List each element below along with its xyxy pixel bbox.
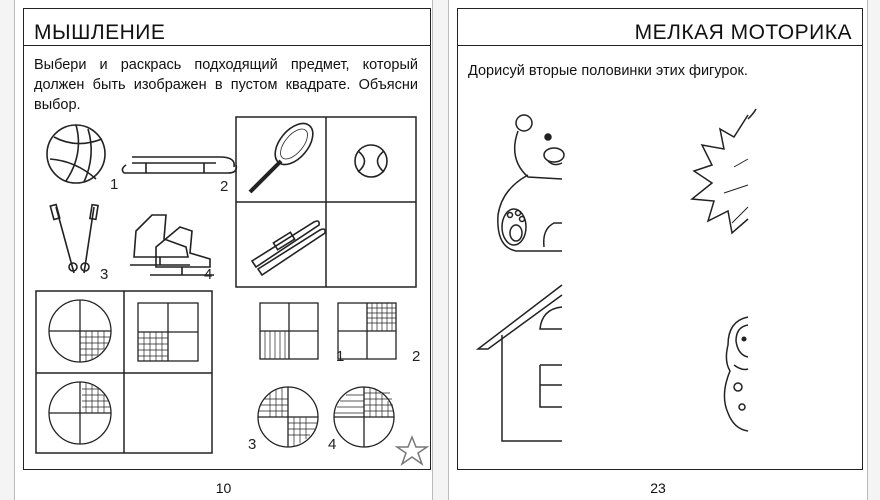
puzzle-illustrations: 1 2 3 xyxy=(35,116,430,466)
title-divider xyxy=(24,45,430,46)
task-text: Выбери и раскрась подходящий предмет, ко… xyxy=(34,57,418,113)
star-icon xyxy=(394,434,430,466)
option-label: 4 xyxy=(204,266,212,283)
page-title: МЕЛКАЯ МОТОРИКА xyxy=(634,21,852,44)
tennis-racket-icon[interactable] xyxy=(248,117,320,194)
right-page: МЕЛКАЯ МОТОРИКА Дорисуй вторые половинки… xyxy=(448,0,868,500)
answer-option-3[interactable] xyxy=(257,386,319,448)
half-bear-icon[interactable] xyxy=(497,114,565,252)
title-divider xyxy=(458,45,862,46)
option-label: 3 xyxy=(248,436,256,453)
page-title: МЫШЛЕНИЕ xyxy=(34,21,166,44)
sports-grid xyxy=(235,116,417,288)
answer-option-2[interactable] xyxy=(337,302,397,360)
circles-grid xyxy=(35,290,213,454)
page-number: 23 xyxy=(650,480,666,496)
option-label: 2 xyxy=(412,348,420,365)
skis-icon[interactable] xyxy=(250,220,326,277)
option-label: 4 xyxy=(328,436,336,453)
volleyball-icon[interactable] xyxy=(46,124,106,184)
option-label: 3 xyxy=(100,266,108,283)
option-label: 2 xyxy=(220,178,228,195)
answer-option-1[interactable] xyxy=(259,302,319,360)
task-text: Дорисуй вторые половинки этих фигурок. xyxy=(468,63,748,79)
half-house-icon[interactable] xyxy=(475,284,563,442)
skates-icon[interactable] xyxy=(130,214,214,276)
half-maple-leaf-icon[interactable] xyxy=(690,108,757,235)
right-page-frame: МЕЛКАЯ МОТОРИКА Дорисуй вторые половинки… xyxy=(457,8,863,470)
option-label: 1 xyxy=(110,176,118,193)
option-label: 1 xyxy=(336,348,344,365)
ski-poles-icon[interactable] xyxy=(49,203,99,274)
sled-icon[interactable] xyxy=(121,156,238,174)
page-number: 10 xyxy=(215,480,232,496)
left-page-frame: МЫШЛЕНИЕ Выбери и раскрась подходящий пр… xyxy=(23,8,431,470)
drawing-illustrations xyxy=(475,108,757,442)
tennis-ball-icon[interactable] xyxy=(354,144,388,178)
left-page: МЫШЛЕНИЕ Выбери и раскрась подходящий пр… xyxy=(14,0,433,500)
half-matryoshka-icon[interactable] xyxy=(723,316,749,432)
answer-option-4[interactable] xyxy=(333,386,395,448)
